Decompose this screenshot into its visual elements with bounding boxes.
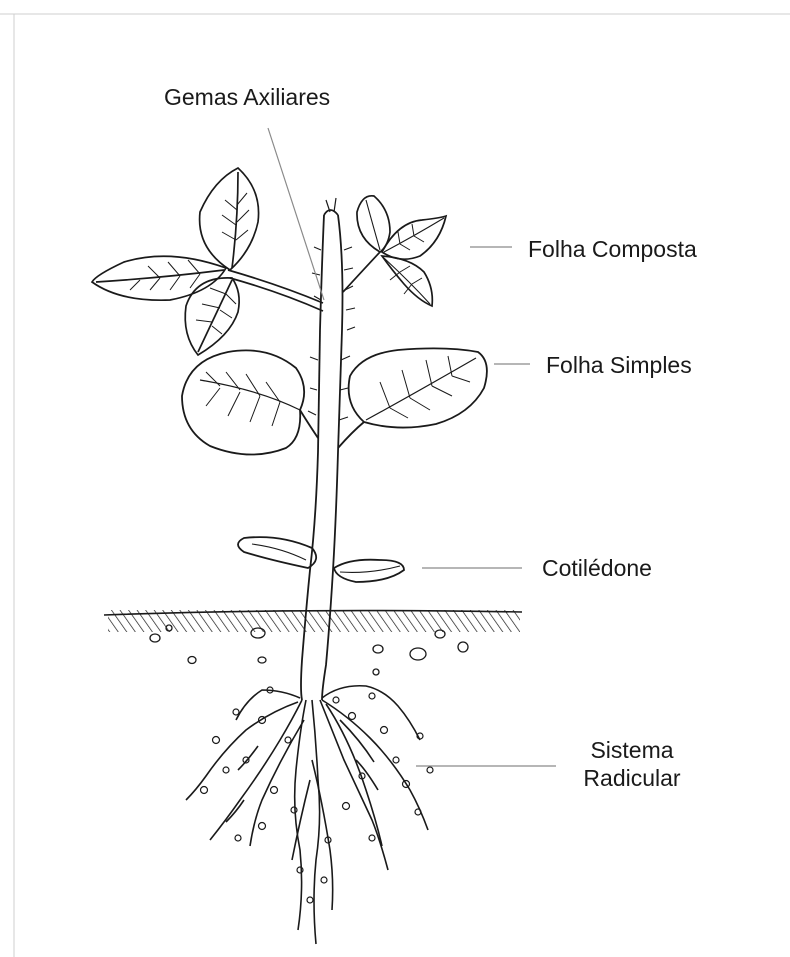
simple-leaf-right <box>338 348 487 448</box>
leader-lines <box>268 128 556 766</box>
label-gemas-axiliares: Gemas Axiliares <box>164 84 330 112</box>
simple-leaf-left <box>182 350 318 454</box>
leader-line-gemas <box>268 128 324 300</box>
compound-leaf-right <box>343 196 446 306</box>
label-sistema-radicular-line2: Radicular <box>572 765 692 793</box>
compound-leaf-left <box>92 168 323 355</box>
label-sistema-radicular-line1: Sistema <box>572 737 692 765</box>
soil-surface <box>104 610 522 675</box>
cotyledons <box>238 537 404 582</box>
root-system <box>186 686 433 944</box>
label-folha-composta: Folha Composta <box>528 236 697 264</box>
label-sistema-radicular: Sistema Radicular <box>572 737 692 792</box>
label-folha-simples: Folha Simples <box>546 352 692 380</box>
label-cotiledone: Cotilédone <box>542 555 652 583</box>
